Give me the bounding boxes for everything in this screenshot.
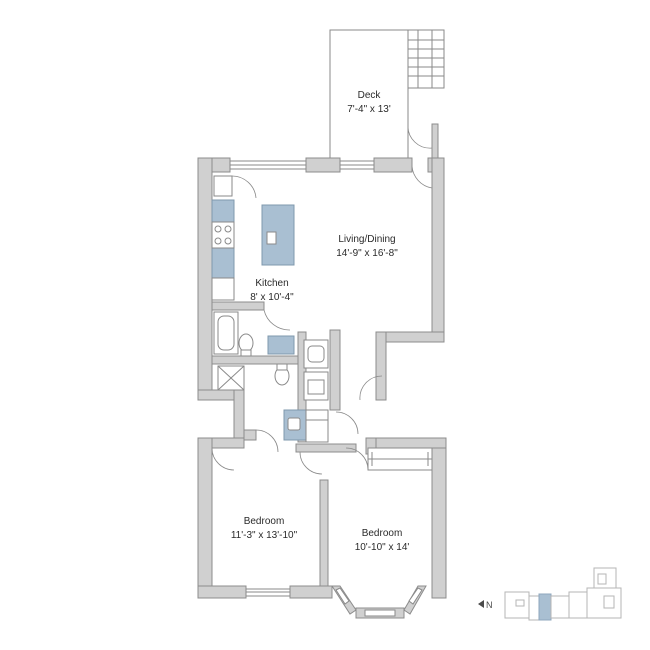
bathroom-fixtures <box>213 309 307 441</box>
refrigerator <box>211 277 235 301</box>
kitchen-label: Kitchen <box>255 278 288 289</box>
key-plan <box>504 567 622 621</box>
interior-walls <box>211 301 357 587</box>
exterior-walls <box>197 157 447 619</box>
keyplan-unit-highlight <box>538 593 552 621</box>
living-dining-label: Living/Dining <box>338 234 395 245</box>
bedroom-left-label: Bedroom <box>244 516 285 527</box>
deck-dims: 7'-4" x 13' <box>347 104 391 115</box>
laundry-closets <box>303 339 433 471</box>
bathroom-vanity <box>267 335 295 355</box>
room-labels: Deck 7'-4" x 13' Living/Dining 14'-9" x … <box>231 90 410 553</box>
pantry <box>213 175 233 197</box>
bedroom-left-dims: 11'-3" x 13'-10" <box>231 530 298 541</box>
deck-stairs <box>407 29 445 89</box>
doors <box>211 165 433 475</box>
deck-label: Deck <box>358 90 382 101</box>
compass: N <box>478 600 493 610</box>
compass-label: N <box>486 600 493 610</box>
bedroom-right-label: Bedroom <box>362 528 403 539</box>
kitchen-dims: 8' x 10'-4" <box>250 292 294 303</box>
deck-area <box>329 29 445 161</box>
triangle-left-icon <box>478 600 484 608</box>
island-sink <box>266 231 277 245</box>
bedroom-right-dims: 10'-10" x 14' <box>355 542 410 553</box>
kitchen-fixtures <box>211 175 295 301</box>
living-dining-dims: 14'-9" x 16'-8" <box>336 248 398 259</box>
stove <box>211 221 235 249</box>
toilet <box>238 333 254 353</box>
closet <box>305 409 329 443</box>
